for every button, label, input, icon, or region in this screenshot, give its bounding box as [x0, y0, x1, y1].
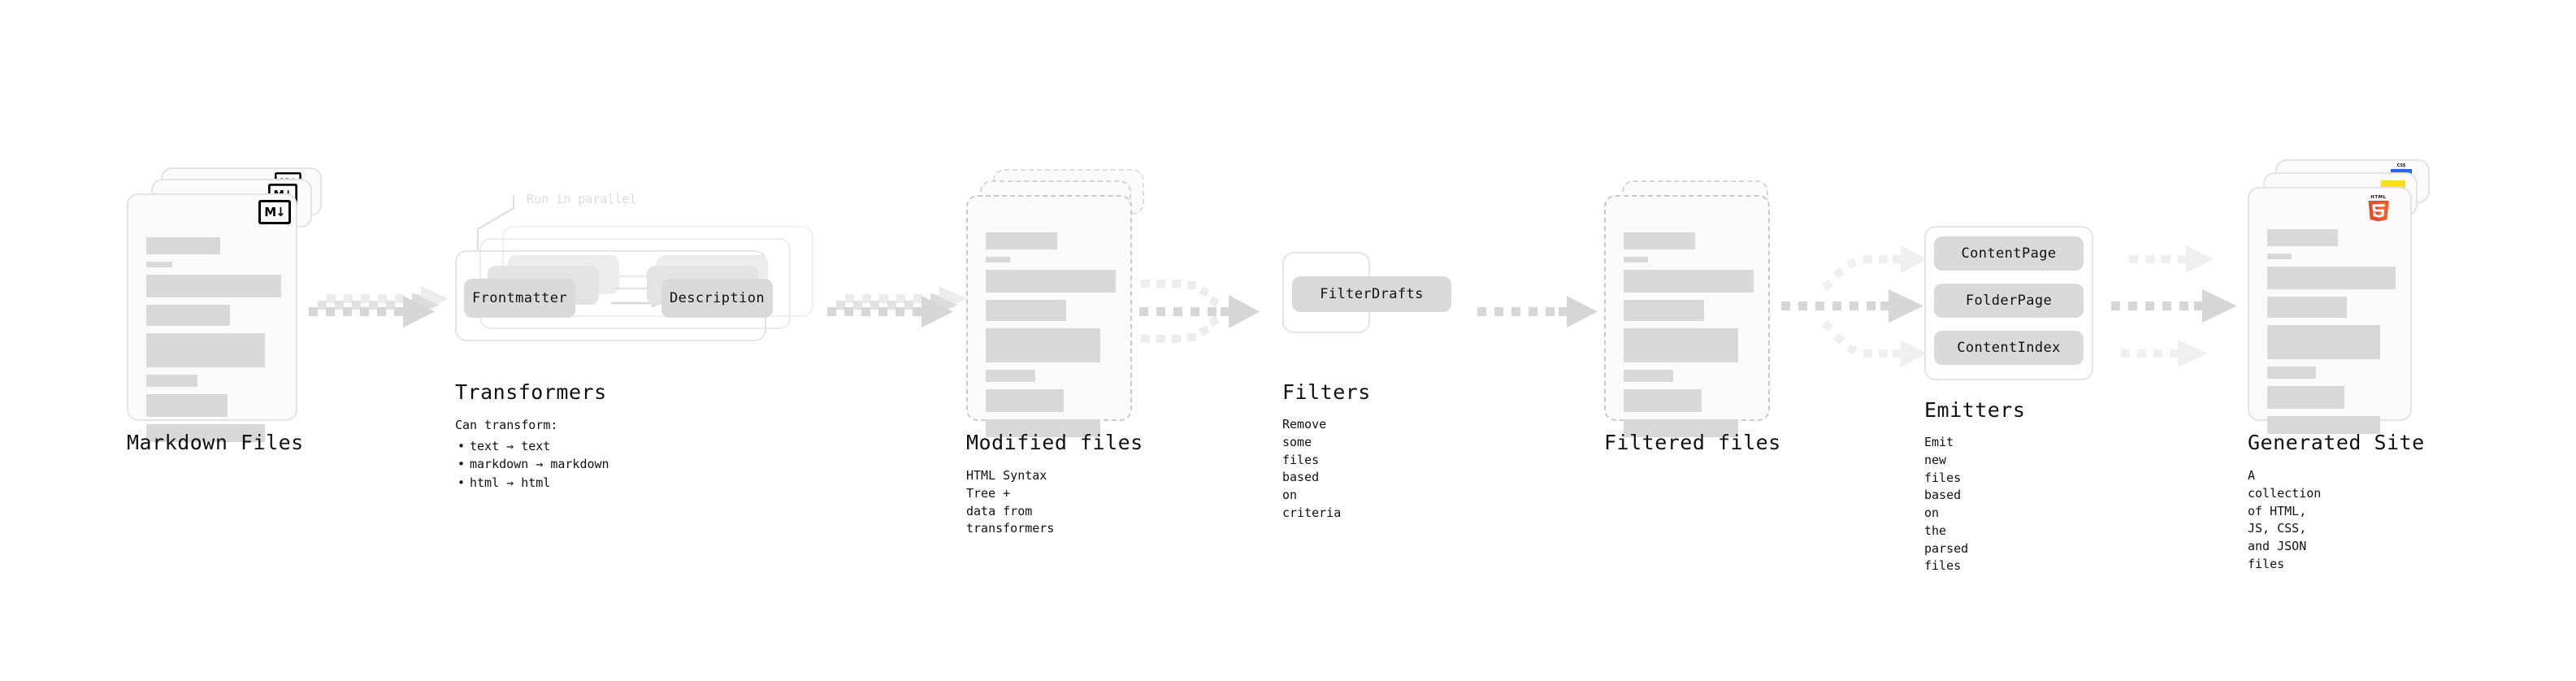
skeleton-bar	[986, 419, 1100, 437]
run-in-parallel-label: Run in parallel	[527, 192, 637, 206]
skeleton-bar	[986, 300, 1067, 321]
modified-card-skeleton	[986, 215, 1116, 445]
transformer-chip-frontmatter[interactable]: Frontmatter	[464, 279, 575, 318]
skeleton-bar	[986, 257, 1011, 262]
skeleton-bar	[986, 232, 1057, 249]
filtered-card-skeleton	[1624, 215, 1754, 445]
skeleton-bar	[1624, 328, 1738, 362]
skeleton-bar	[2267, 367, 2317, 379]
connector-emitters-to-site	[2111, 245, 2237, 367]
skeleton-bar	[2267, 416, 2381, 434]
filtered-card-front	[1604, 195, 1770, 437]
run-in-parallel-brace	[477, 195, 514, 250]
stage-title-filters: Filters	[1282, 380, 1371, 404]
emitter-chip-folderpage[interactable]: FolderPage	[1934, 284, 2084, 318]
stage-subtitle-modified-files: HTML Syntax Tree + data from transformer…	[966, 468, 1055, 536]
skeleton-bar	[986, 270, 1116, 293]
filter-chip-filterdrafts[interactable]: FilterDrafts	[1292, 276, 1451, 312]
svg-text:HTML: HTML	[2370, 195, 2386, 200]
skeleton-bar	[146, 375, 198, 387]
skeleton-bar	[2267, 325, 2381, 359]
skeleton-bar	[986, 328, 1100, 362]
skeleton-bar	[986, 389, 1064, 412]
stage-title-modified-files: Modified files	[966, 431, 1143, 454]
transformers-bullet-list: Can transform: text → text markdown → ma…	[455, 416, 609, 492]
connector-md-to-transformers	[309, 286, 449, 327]
bullet-item: markdown → markdown	[458, 455, 609, 474]
markdown-icon: M↓	[258, 200, 291, 224]
skeleton-bar	[2267, 254, 2292, 259]
skeleton-bar	[146, 424, 266, 442]
css-icon-label: CSS	[2396, 163, 2406, 168]
bullet-item: text → text	[458, 437, 609, 456]
skeleton-bar	[2267, 386, 2344, 409]
skeleton-bar	[146, 394, 228, 417]
skeleton-bar	[146, 305, 230, 326]
site-card-skeleton	[2267, 206, 2396, 441]
markdown-card-front	[127, 193, 297, 442]
stage-title-generated-site: Generated Site	[2248, 431, 2425, 454]
skeleton-bar	[146, 262, 172, 267]
skeleton-bar	[2267, 229, 2338, 246]
skeleton-bar	[1624, 389, 1702, 412]
connector-filtered-to-emitters	[1781, 245, 1928, 367]
connector-filters-to-filtered	[1477, 296, 1598, 327]
modified-card-front	[966, 195, 1132, 437]
connector-modified-to-filters	[1139, 280, 1260, 343]
skeleton-bar	[146, 275, 281, 297]
emitter-chip-contentindex[interactable]: ContentIndex	[1934, 331, 2084, 365]
skeleton-bar	[1624, 232, 1695, 249]
skeleton-bar	[1624, 300, 1705, 321]
emitter-chip-contentpage[interactable]: ContentPage	[1934, 236, 2084, 271]
skeleton-bar	[146, 333, 266, 367]
skeleton-bar	[986, 370, 1035, 382]
skeleton-bar	[146, 237, 221, 254]
stage-title-transformers: Transformers	[455, 380, 607, 404]
skeleton-bar	[1624, 370, 1673, 382]
connector-transformers-to-modified	[827, 286, 967, 327]
transformer-chip-description[interactable]: Description	[661, 279, 773, 318]
skeleton-bar	[1624, 419, 1738, 437]
html5-icon: HTML	[2366, 193, 2391, 222]
markdown-card-skeleton	[146, 213, 281, 449]
skeleton-bar	[2267, 267, 2396, 289]
stage-title-markdown-files: Markdown Files	[127, 431, 304, 454]
site-card-front	[2248, 187, 2412, 434]
bullets-lead: Can transform:	[455, 418, 558, 432]
bullet-item: html → html	[458, 474, 609, 492]
stage-subtitle-emitters: Emit new files based on the parsed files	[1924, 435, 1969, 574]
stage-subtitle-filters: Remove some files based on criteria	[1282, 417, 1342, 520]
skeleton-bar	[2267, 297, 2347, 318]
skeleton-bar	[1624, 257, 1649, 262]
stage-subtitle-generated-site: A collection of HTML, JS, CSS, and JSON …	[2248, 468, 2322, 571]
skeleton-bar	[1624, 270, 1754, 293]
stage-title-filtered-files: Filtered files	[1604, 431, 1781, 454]
stage-title-emitters: Emitters	[1924, 398, 2026, 422]
